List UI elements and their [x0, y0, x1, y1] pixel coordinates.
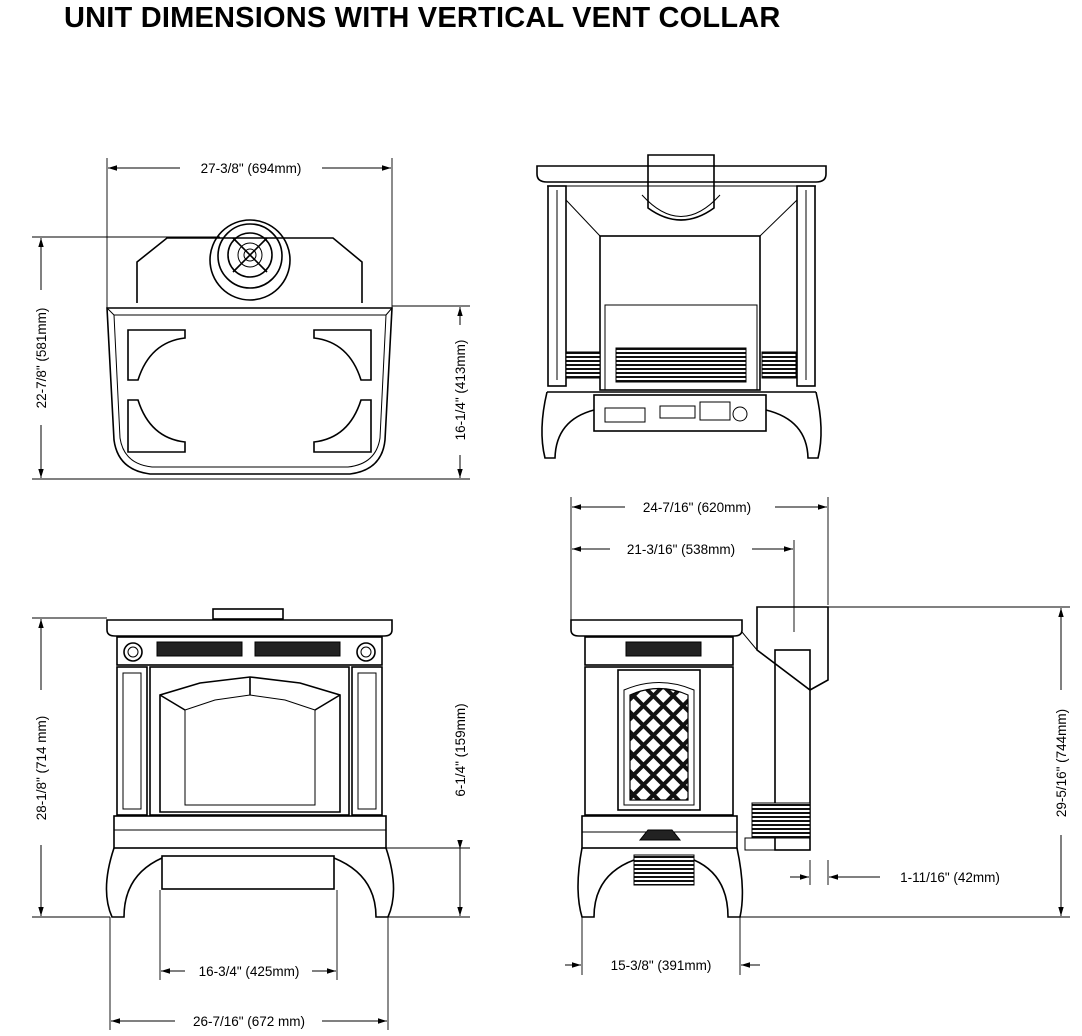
page-title: UNIT DIMENSIONS WITH VERTICAL VENT COLLA…	[64, 2, 781, 34]
side-leg-depth-label: 15-3/8" (391mm)	[611, 958, 712, 973]
front-width-label: 26-7/16" (672 mm)	[193, 1014, 305, 1029]
front-height-label: 28-1/8" (714 mm)	[34, 716, 49, 821]
side-view: 24-7/16" (620mm) 21-3/16" (538mm) 29-5/1…	[565, 497, 1070, 975]
top-depth-short-label: 16-1/4" (413mm)	[453, 340, 468, 441]
front-view: 28-1/8" (714 mm) 6-1/4" (159mm) 16-3/4" …	[32, 608, 470, 1030]
side-vent-center-label: 21-3/16" (538mm)	[627, 542, 735, 557]
front-shield-height-label: 6-1/4" (159mm)	[453, 703, 468, 796]
front-leg-spacing-label: 16-3/4" (425mm)	[199, 964, 300, 979]
rear-view	[536, 154, 827, 459]
vent-collar	[209, 219, 291, 301]
top-view: 27-3/8" (694mm) 22-7/8" (581mm) 16-1/4" …	[32, 158, 470, 480]
top-depth-label: 22-7/8" (581mm)	[34, 308, 49, 409]
top-width-label: 27-3/8" (694mm)	[201, 161, 302, 176]
side-depth-label: 24-7/16" (620mm)	[643, 500, 751, 515]
side-height-label: 29-5/16" (744mm)	[1054, 709, 1069, 817]
side-rear-offset-label: 1-11/16" (42mm)	[900, 870, 1000, 885]
